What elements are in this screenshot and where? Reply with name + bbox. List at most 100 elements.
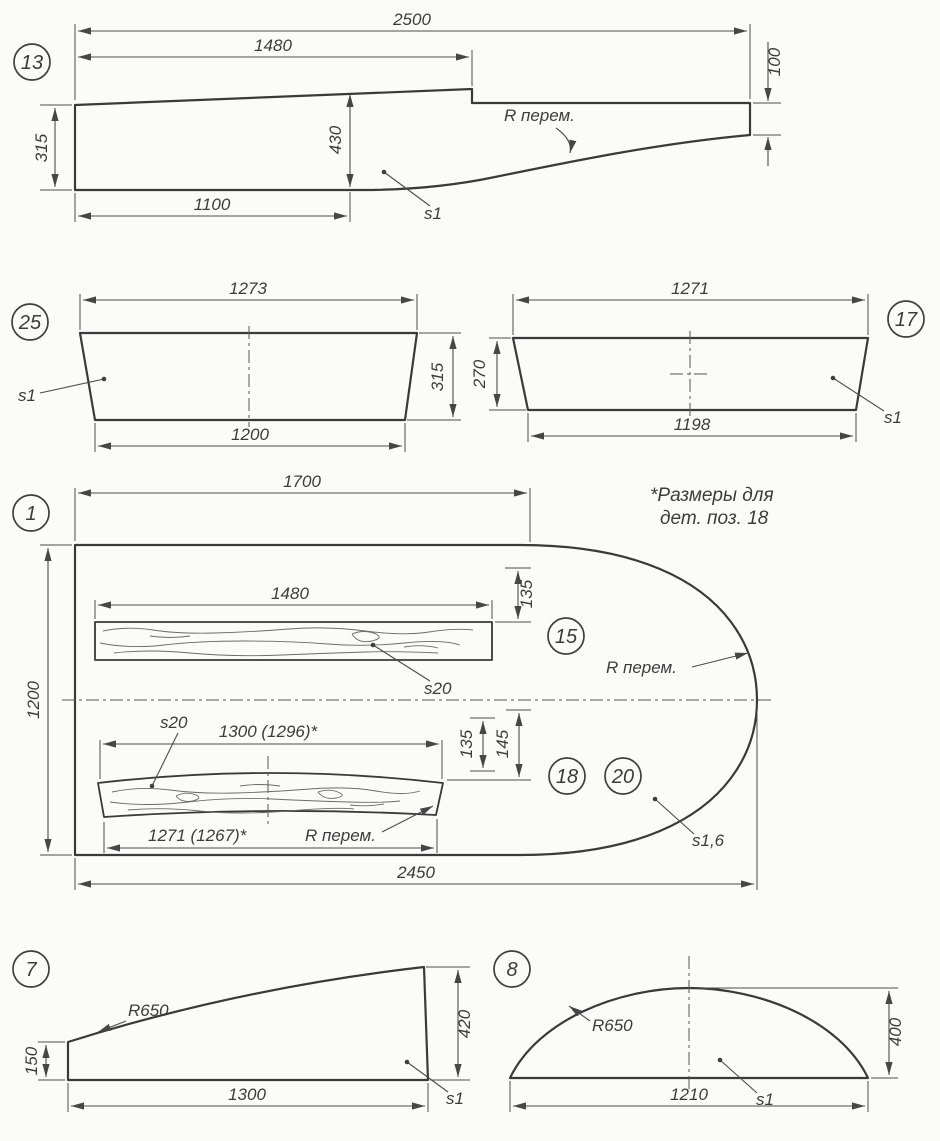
part-8-badge-circle bbox=[493, 950, 531, 988]
leader-dot bbox=[404, 1059, 410, 1065]
p18-dim-length-top-label: 1300 (1296)* bbox=[219, 722, 319, 741]
wood-grain-stroke bbox=[109, 797, 401, 805]
part-18-20-strip: 18 20 s20 1300 (1296)* 135 bbox=[97, 709, 642, 853]
p8-dim-bottom-label: 1210 bbox=[670, 1085, 708, 1104]
p13-radius-label: R перем. bbox=[504, 106, 575, 125]
part-25: 25 1273 1200 315 s1 bbox=[11, 279, 461, 452]
leader-line bbox=[372, 644, 431, 682]
part-17-badge-circle bbox=[887, 300, 925, 338]
leader-dot bbox=[381, 169, 387, 175]
p25-dim-bottom-label: 1200 bbox=[231, 425, 269, 444]
p17-thickness-callout: s1 bbox=[830, 375, 902, 427]
leader-line bbox=[97, 1020, 127, 1033]
wood-grain-upper bbox=[99, 627, 474, 657]
part-7: 7 R650 150 420 1300 s1 bbox=[12, 950, 474, 1112]
p15-thickness-label: s20 bbox=[424, 679, 452, 698]
part-13-outline bbox=[73, 87, 752, 192]
note-line-1: *Размеры для bbox=[650, 485, 774, 506]
p1-dim-top-label: 1700 bbox=[283, 472, 321, 491]
p15-dim-offset: 135 bbox=[495, 567, 536, 623]
p13-dim-total: 2500 bbox=[74, 10, 751, 100]
p13-radius-callout: R перем. bbox=[504, 106, 577, 154]
p13-dim-right-height: 100 bbox=[753, 42, 784, 166]
p7-thickness-callout: s1 bbox=[404, 1059, 464, 1108]
part-7-badge-circle bbox=[12, 950, 50, 988]
p17-dim-bottom-label: 1198 bbox=[674, 415, 711, 434]
part-1-outline bbox=[73, 543, 759, 857]
p1-radius-label: R перем. bbox=[606, 658, 677, 677]
leader-dot bbox=[652, 796, 658, 802]
p13-dim-mid-height-label: 430 bbox=[326, 125, 345, 154]
part-13-badge-circle bbox=[13, 43, 51, 81]
part-25-badge-circle bbox=[11, 303, 49, 341]
p13-thickness-label: s1 bbox=[424, 204, 442, 223]
leader-line bbox=[568, 1005, 591, 1022]
p1-thickness-label: s1,6 bbox=[692, 831, 725, 850]
p13-dim-right-height-label: 100 bbox=[765, 47, 784, 76]
p15-dim-offset-label: 135 bbox=[517, 579, 536, 608]
p1-dim-left-height-label: 1200 bbox=[24, 681, 43, 719]
wood-grain-stroke bbox=[102, 627, 474, 635]
leader-dot bbox=[101, 376, 107, 382]
p18-dim-offset-a: 135 bbox=[457, 717, 495, 772]
p25-thickness-label: s1 bbox=[18, 386, 36, 405]
part-13: 13 2500 1480 100 315 43 bbox=[13, 10, 784, 223]
part-15-badge-label: 15 bbox=[555, 626, 578, 648]
leader-line bbox=[832, 377, 885, 412]
p13-dim-bottom: 1100 bbox=[74, 192, 351, 222]
part-13-badge-label: 13 bbox=[21, 52, 43, 74]
p18-dim-length-bottom-label: 1271 (1267)* bbox=[148, 826, 248, 845]
p13-dim-step: 1480 bbox=[78, 36, 473, 86]
part-25-outline bbox=[78, 331, 419, 422]
wood-grain-lower bbox=[109, 784, 421, 814]
p17-thickness-label: s1 bbox=[884, 408, 902, 427]
part-18-badge-label: 18 bbox=[556, 766, 578, 788]
leader-line bbox=[381, 805, 434, 833]
p17-dim-top-label: 1271 bbox=[671, 279, 709, 298]
part-25-badge-label: 25 bbox=[18, 312, 42, 334]
note-line-2: дет. поз. 18 bbox=[660, 508, 769, 529]
p18-dim-length-bottom: 1271 (1267)* bbox=[103, 819, 438, 853]
p13-dim-left-height: 315 bbox=[32, 104, 72, 191]
p25-dim-top: 1273 bbox=[79, 279, 418, 330]
part-17-badge-label: 17 bbox=[895, 309, 918, 331]
p18-dim-offset-b: 145 bbox=[447, 709, 531, 781]
p18-radius-callout: R перем. bbox=[305, 805, 434, 845]
p15-dim-length: 1480 bbox=[94, 584, 493, 619]
p13-dim-bottom-label: 1100 bbox=[194, 195, 231, 214]
p8-dim-height: 400 bbox=[697, 987, 905, 1079]
p25-dim-height-label: 315 bbox=[428, 362, 447, 391]
p13-thickness-callout: s1 bbox=[381, 169, 442, 223]
leader-line bbox=[555, 127, 577, 154]
p25-dim-height: 315 bbox=[407, 332, 461, 421]
p1-radius-callout: R перем. bbox=[606, 652, 749, 677]
part-20-badge-circle bbox=[604, 757, 642, 795]
p8-dim-bottom: 1210 bbox=[509, 1081, 869, 1112]
p25-dim-top-label: 1273 bbox=[229, 279, 267, 298]
p17-dim-height-label: 270 bbox=[470, 359, 489, 389]
wood-grain-knot bbox=[175, 792, 200, 802]
p18-dim-offset-a-label: 135 bbox=[457, 729, 476, 758]
wood-grain-stroke bbox=[239, 784, 281, 787]
part-18-badge-circle bbox=[548, 757, 586, 795]
p7-dim-right-height-label: 420 bbox=[455, 1009, 474, 1038]
wood-grain-knot bbox=[351, 631, 380, 643]
wood-grain-stroke bbox=[349, 803, 385, 807]
p1-dim-bottom-label: 2450 bbox=[396, 863, 435, 882]
leader-line bbox=[719, 1059, 758, 1094]
p7-dim-bottom-label: 1300 bbox=[228, 1085, 266, 1104]
part-15-strip: 15 1480 135 s20 bbox=[94, 567, 585, 698]
p7-thickness-label: s1 bbox=[446, 1089, 464, 1108]
wood-grain-stroke bbox=[403, 645, 439, 649]
leader-line bbox=[406, 1061, 449, 1093]
part-7-badge-label: 7 bbox=[25, 959, 37, 981]
wood-grain-stroke bbox=[99, 640, 461, 648]
p17-dim-bottom: 1198 bbox=[527, 413, 857, 442]
p18-radius-label: R перем. bbox=[305, 826, 376, 845]
wood-grain-stroke bbox=[111, 787, 421, 794]
p13-dim-step-label: 1480 bbox=[254, 36, 292, 55]
part-17-outline bbox=[511, 336, 870, 412]
part-1: 1 *Размеры для дет. поз. 18 1700 1200 24… bbox=[12, 472, 775, 890]
p7-radius-label: R650 bbox=[128, 1001, 169, 1020]
